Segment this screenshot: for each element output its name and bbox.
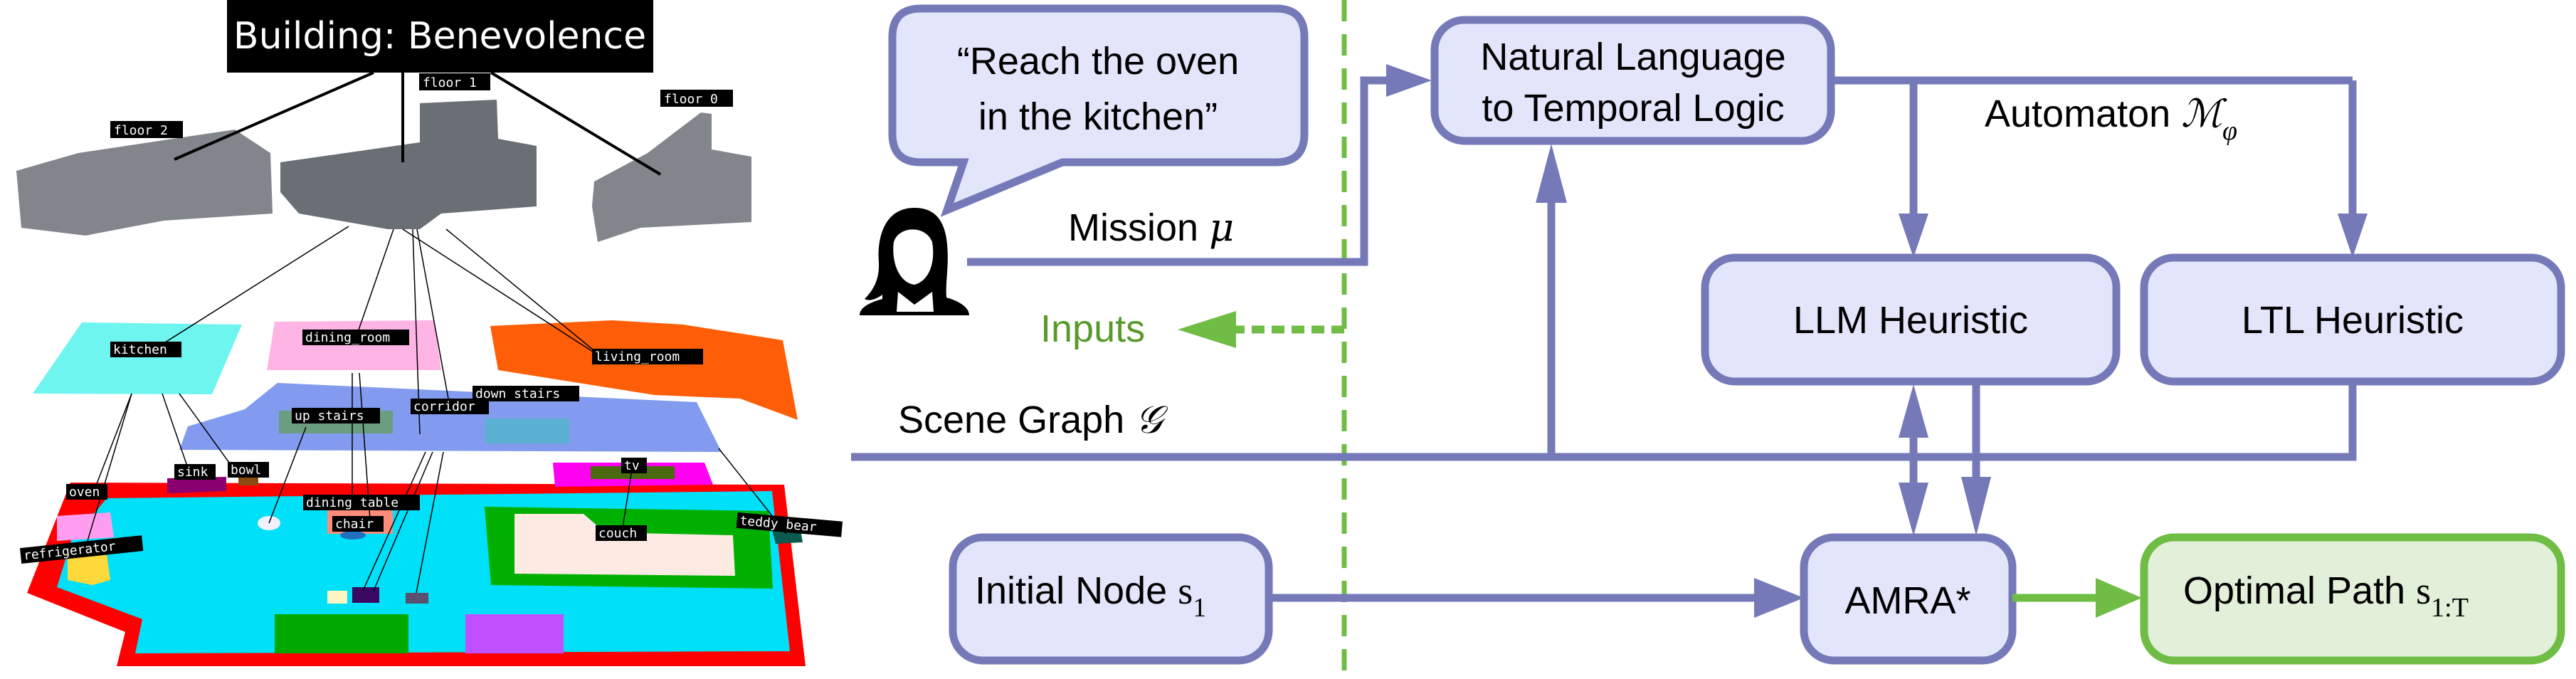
room-label: dining_room <box>305 330 390 345</box>
object-yellow <box>327 591 347 604</box>
object-label-bg <box>621 458 647 473</box>
teddy-bear-shape <box>772 530 803 544</box>
llm-heuristic-label: LLM Heuristic <box>1793 299 2028 342</box>
object-label-bg <box>228 462 269 478</box>
floor-label-bg <box>419 73 490 90</box>
floor-2-model <box>16 130 273 236</box>
speech-text-line1: “Reach the oven <box>957 40 1239 83</box>
room-label: down stairs <box>475 386 560 401</box>
floor-label: floor 1 <box>423 75 477 90</box>
room-label-bg <box>302 330 409 345</box>
optimal-path-label: Optimal Path s1:T <box>2183 569 2469 623</box>
object-label-bg <box>303 495 420 510</box>
down-stairs-patch <box>485 419 569 443</box>
sink-shape <box>167 477 226 493</box>
building-title: Building: Benevolence <box>233 15 646 58</box>
nl-to-tl-line1: Natural Language <box>1480 36 1785 78</box>
amra-label: AMRA* <box>1844 579 1970 622</box>
ltl-heuristic-label: LTL Heuristic <box>2242 299 2464 342</box>
scene-graph-line <box>851 381 2357 461</box>
object-label: bowl <box>231 463 261 478</box>
scene-graph-render: Building: Benevolence floor 2 floor 1 fl… <box>16 0 843 666</box>
automaton-to-llm-arrowhead <box>1899 214 1928 258</box>
room-label-bg <box>592 349 703 364</box>
object-label-bg <box>332 516 384 532</box>
building-title-box <box>227 0 653 73</box>
chair-shape <box>340 531 366 539</box>
llm-heuristic-box <box>1701 253 2121 386</box>
nl-to-tl-line2: to Temporal Logic <box>1482 87 1784 130</box>
speech-bubble <box>888 4 1309 217</box>
mission-label: Mission μ <box>1068 205 1234 250</box>
object-label: oven <box>69 485 100 500</box>
speech-text-line2: in the kitchen” <box>978 95 1218 138</box>
person-icon <box>860 208 969 315</box>
object-label-bg <box>174 464 216 480</box>
llm-amra-up-arrowhead <box>1899 384 1928 438</box>
object-label: chair <box>335 517 374 532</box>
object-label: couch <box>598 526 637 541</box>
building-edges <box>174 71 662 176</box>
floor-label: floor 0 <box>664 92 718 107</box>
object-dark <box>352 587 379 603</box>
room-label-bg <box>292 408 380 423</box>
initial-node-label: Initial Node s1 <box>975 569 1206 623</box>
floor-0-model <box>592 112 751 242</box>
automaton-label: Automaton ℳφ <box>1985 91 2237 146</box>
object-label-bg <box>736 512 843 537</box>
floor-label: floor 2 <box>114 123 168 138</box>
living-room-plane <box>490 320 798 420</box>
scene-edges <box>85 226 787 594</box>
oven-shape <box>57 512 114 541</box>
inputs-label: Inputs <box>1040 307 1145 350</box>
amra-to-path-arrowhead <box>2096 578 2142 618</box>
scene-graph-label: Scene Graph 𝒢 <box>898 397 1168 442</box>
object-label: dining table <box>306 495 398 510</box>
object-label-bg <box>66 484 107 500</box>
heuristic-to-amra-arrowhead <box>1961 477 1991 536</box>
mission-arrowhead <box>1386 64 1432 97</box>
rug-purple <box>465 614 564 653</box>
inputs-arrowhead <box>1178 311 1236 348</box>
mission-arrow <box>967 76 1402 266</box>
initial-node-to-amra-arrowhead <box>1754 578 1804 618</box>
object-label: tv <box>624 458 640 473</box>
room-label: corridor <box>413 399 475 414</box>
object-gray <box>406 593 428 604</box>
automaton-to-ltl-arrowhead <box>2338 214 2368 258</box>
room-label-bg <box>473 386 579 401</box>
bowl-shape <box>238 475 258 485</box>
object-label-bg <box>19 535 144 564</box>
scene-graph-to-nl-arrowhead <box>1536 144 1567 203</box>
floor-1-model <box>280 100 537 229</box>
optimal-path-box <box>2140 533 2565 665</box>
rug-green <box>275 614 408 653</box>
kitchen-plane <box>33 322 242 394</box>
llm-amra-down-arrowhead <box>1899 483 1928 536</box>
room-label: up stairs <box>295 409 364 423</box>
room-label: living_room <box>595 349 680 364</box>
couch <box>514 514 735 576</box>
object-label-bg <box>596 525 647 541</box>
room-label-bg <box>411 399 489 414</box>
room-label: kitchen <box>113 342 167 357</box>
refrigerator-shape <box>68 554 110 585</box>
floor-label-bg <box>110 121 183 138</box>
floor-label-bg <box>660 90 733 107</box>
corridor-plane <box>179 383 722 452</box>
object-label: sink <box>177 465 208 480</box>
room-label-bg <box>110 342 181 357</box>
